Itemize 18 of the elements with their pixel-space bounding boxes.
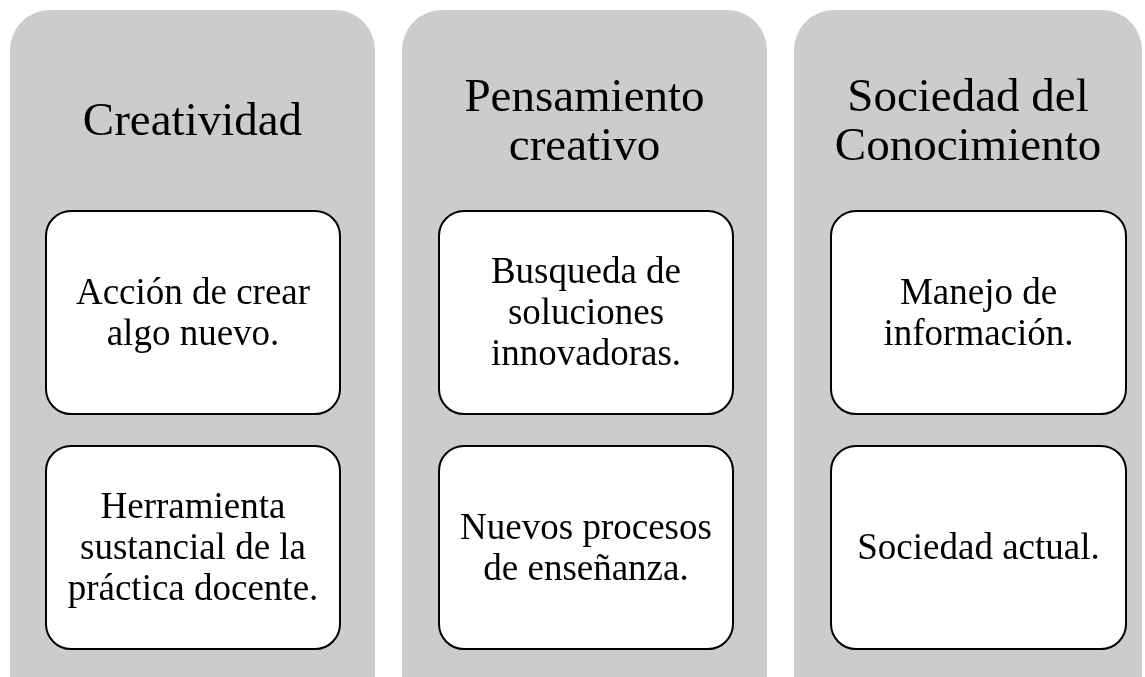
panel-heading: Creatividad [82, 95, 303, 145]
concept-box [45, 445, 341, 650]
category-panel [10, 10, 375, 677]
concept-text: Nuevos procesos de enseñanza. [459, 506, 713, 589]
concept-text: Busqueda de soluciones innovadoras. [489, 251, 683, 374]
category-panel [794, 10, 1142, 677]
concept-text: Sociedad actual. [857, 527, 1100, 568]
category-panel [402, 10, 767, 677]
concept-text: Manejo de información. [882, 271, 1075, 354]
concept-box [830, 210, 1127, 415]
panel-heading: Sociedad del Conocimiento [833, 70, 1103, 170]
concept-text: Acción de crear algo nuevo. [74, 271, 312, 354]
concept-box [438, 445, 734, 650]
panel-heading: Pensamiento creativo [463, 70, 706, 170]
concept-box [45, 210, 341, 415]
concept-box [830, 445, 1127, 650]
concept-box [438, 210, 734, 415]
concept-text: Herramienta sustancial de la práctica docente. [66, 486, 320, 609]
